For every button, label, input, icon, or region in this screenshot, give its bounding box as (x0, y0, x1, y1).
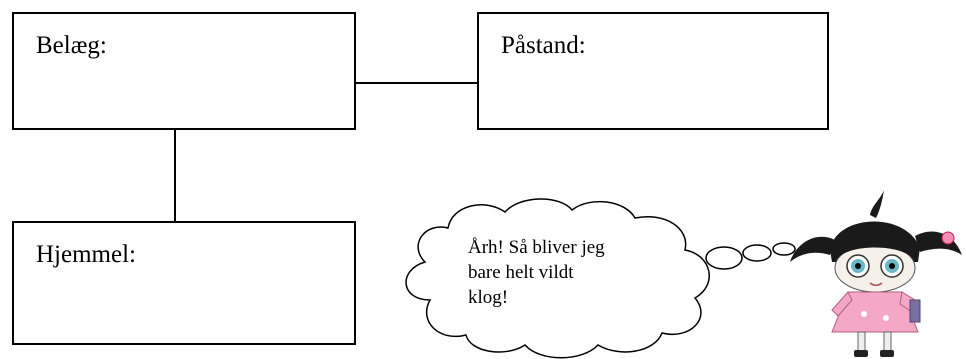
girl-character-icon (790, 190, 962, 357)
paastand-label: Påstand: (501, 32, 586, 59)
thought-bubble-text: Årh! Så bliver jeg bare helt vildt klog! (468, 235, 698, 310)
thought-circle-icon (705, 246, 743, 270)
thought-bubble-icon (405, 198, 710, 359)
thought-line-3: klog! (468, 287, 509, 308)
belaeg-box: Belæg: (12, 12, 356, 130)
connector-belaeg-hjemmel (174, 130, 176, 221)
hjemmel-box: Hjemmel: (12, 221, 356, 345)
paastand-box: Påstand: (477, 12, 829, 130)
belaeg-label: Belæg: (36, 32, 107, 59)
hjemmel-label: Hjemmel: (36, 241, 136, 268)
thought-line-2: bare helt vildt (468, 262, 574, 283)
thought-circle-icon (772, 242, 796, 256)
connector-belaeg-paastand (356, 82, 477, 84)
thought-circle-icon (742, 244, 772, 262)
thought-line-1: Årh! Så bliver jeg (468, 237, 605, 258)
